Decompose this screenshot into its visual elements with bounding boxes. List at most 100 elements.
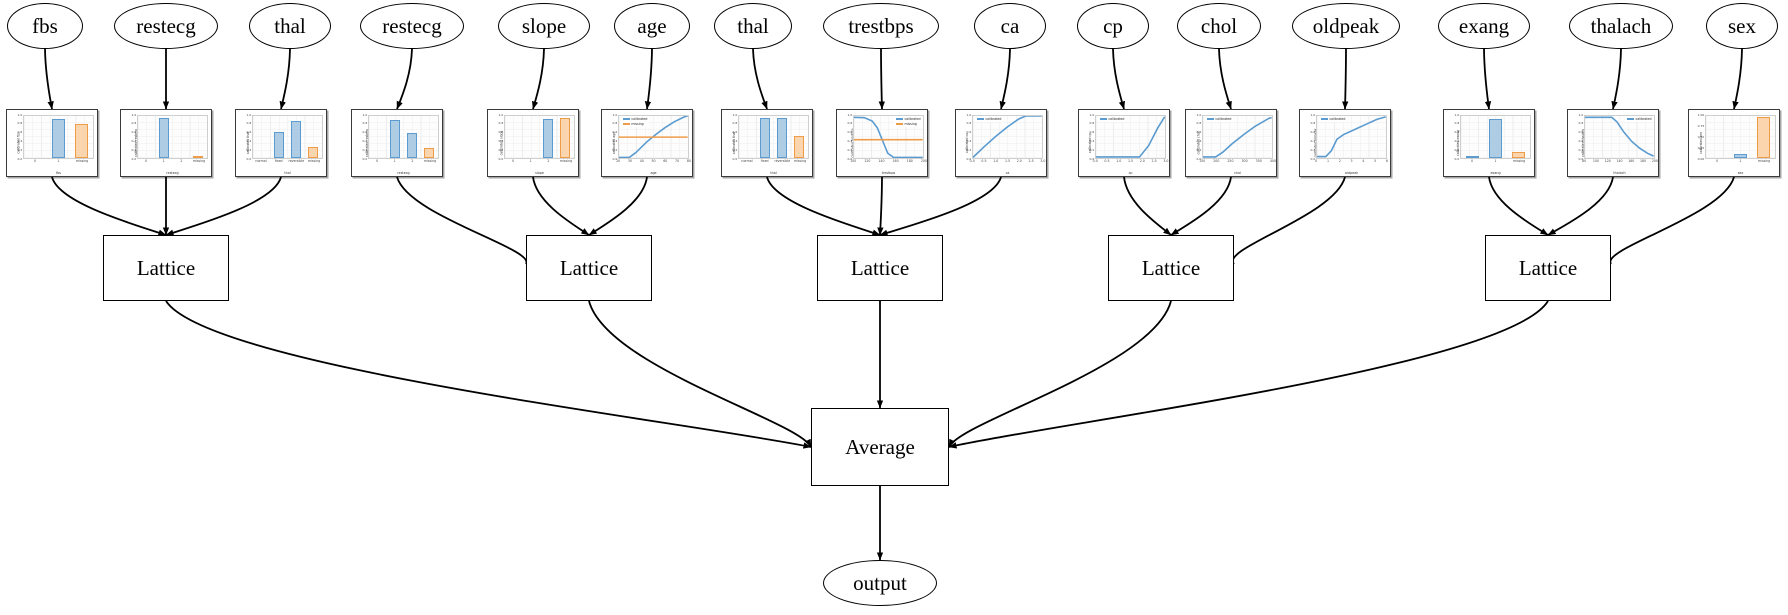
input-node-fbs[interactable]: fbs	[7, 3, 83, 49]
input-node-thalach[interactable]: thalach	[1569, 3, 1673, 49]
input-node-thal[interactable]: thal	[249, 3, 331, 49]
input-node-age[interactable]: age	[614, 3, 690, 49]
legend-label: missing	[904, 122, 917, 127]
plot-bar	[390, 119, 400, 158]
plot-xtick: 120	[1604, 158, 1611, 163]
plot-ytick: 0.4	[246, 139, 252, 144]
calibrator-plot-oldpeak-11: calibrated oldpeak0.00.20.40.60.81.00123…	[1299, 109, 1391, 177]
plot-xlabel: cp	[1128, 171, 1133, 175]
plot-ytick: 0.6	[498, 130, 504, 135]
edge-in3-to-p3	[396, 48, 413, 110]
plot-ytick: 0.2	[612, 147, 618, 152]
input-node-restecg[interactable]: restecg	[114, 3, 218, 49]
plot-xlabel: ca	[1005, 171, 1010, 175]
plot-bar	[75, 124, 88, 158]
plot-xlabel: age	[650, 171, 657, 175]
edge-in12-to-p12	[1483, 48, 1492, 110]
average-node[interactable]: Average	[811, 408, 949, 486]
legend-swatch-calibrated	[1320, 118, 1328, 120]
plot-xtick: 1.0	[1116, 158, 1122, 163]
edge-p0-to-lat0	[51, 176, 167, 236]
plot-xtick: 0.5	[981, 158, 987, 163]
plot-ytick: 0.0	[246, 156, 252, 161]
plot-bar	[1466, 155, 1480, 158]
plot-line-calibrated	[973, 116, 1042, 157]
plot-legend: calibrated	[974, 115, 1004, 122]
plot-xtick: 5	[1374, 158, 1377, 163]
plot-ytick: 0.2	[847, 147, 853, 152]
plot-ytick: 1.0	[246, 112, 252, 117]
output-node[interactable]: output	[823, 560, 937, 606]
legend-label: calibrated	[631, 116, 648, 121]
plot-gridlines	[1317, 115, 1386, 158]
lattice-node-3[interactable]: Lattice	[1108, 235, 1234, 301]
plot-xtick: normal	[741, 158, 753, 163]
output-node-label: output	[853, 570, 907, 595]
edge-lat1-to-avg	[588, 300, 812, 448]
lattice-node-0[interactable]: Lattice	[103, 235, 229, 301]
plot-legend-entry: missing	[622, 122, 648, 126]
input-node-chol[interactable]: chol	[1177, 3, 1261, 49]
input-node-slope[interactable]: slope	[498, 3, 590, 49]
plot-xtick: 350	[1255, 158, 1262, 163]
plot-xtick: missing	[307, 158, 321, 163]
plot-xlabel: oldpeak	[1344, 171, 1359, 175]
lattice-node-1[interactable]: Lattice	[526, 235, 652, 301]
plot-ytick: 0.4	[17, 139, 23, 144]
plot-xtick: 180	[1640, 158, 1647, 163]
plot-xtick: 1.5	[1004, 158, 1011, 163]
plot-xtick: 3	[1350, 158, 1353, 163]
plot-xtick: 2.0	[1139, 158, 1145, 163]
lattice-node-label: Lattice	[850, 255, 910, 280]
plot-ytick: 1.0	[1454, 112, 1460, 117]
legend-label: calibrated	[1215, 116, 1232, 121]
input-node-sex[interactable]: sex	[1706, 3, 1778, 49]
input-node-ca[interactable]: ca	[974, 3, 1046, 49]
input-node-thal[interactable]: thal	[714, 3, 792, 49]
plot-xtick: 2	[180, 158, 183, 163]
plot-bar	[1757, 117, 1770, 158]
plot-ytick: 0.2	[131, 147, 137, 152]
input-node-trestbps[interactable]: trestbps	[823, 3, 939, 49]
plot-legend-entry: calibrated	[1627, 117, 1652, 121]
lattice-node-2[interactable]: Lattice	[817, 235, 943, 301]
plot-xtick: 140	[1616, 158, 1623, 163]
plot-bar	[1734, 153, 1747, 158]
edge-p2-to-lat0	[165, 176, 282, 236]
input-node-restecg[interactable]: restecg	[360, 3, 464, 49]
plot-ytick: 0.8	[131, 121, 137, 126]
plot-ytick: 0.4	[131, 139, 137, 144]
plot-xtick: 60	[663, 158, 668, 163]
lattice-node-4[interactable]: Lattice	[1485, 235, 1611, 301]
input-node-label: ca	[1000, 13, 1020, 38]
input-node-cp[interactable]: cp	[1077, 3, 1149, 49]
input-node-oldpeak[interactable]: oldpeak	[1292, 3, 1400, 49]
plot-ytick: 1.0	[498, 112, 504, 117]
plot-bar	[794, 135, 805, 158]
plot-axes	[252, 114, 323, 159]
input-node-exang[interactable]: exang	[1438, 3, 1530, 49]
lattice-node-label: Lattice	[136, 255, 196, 280]
input-node-label: oldpeak	[1312, 13, 1380, 38]
plot-xtick: 3.0	[1163, 158, 1169, 163]
plot-xlabel: fbs	[56, 171, 62, 175]
legend-label: calibrated	[1635, 116, 1652, 121]
plot-ytick: 0.4	[1578, 139, 1584, 144]
plot-line-calibrated	[619, 116, 688, 157]
